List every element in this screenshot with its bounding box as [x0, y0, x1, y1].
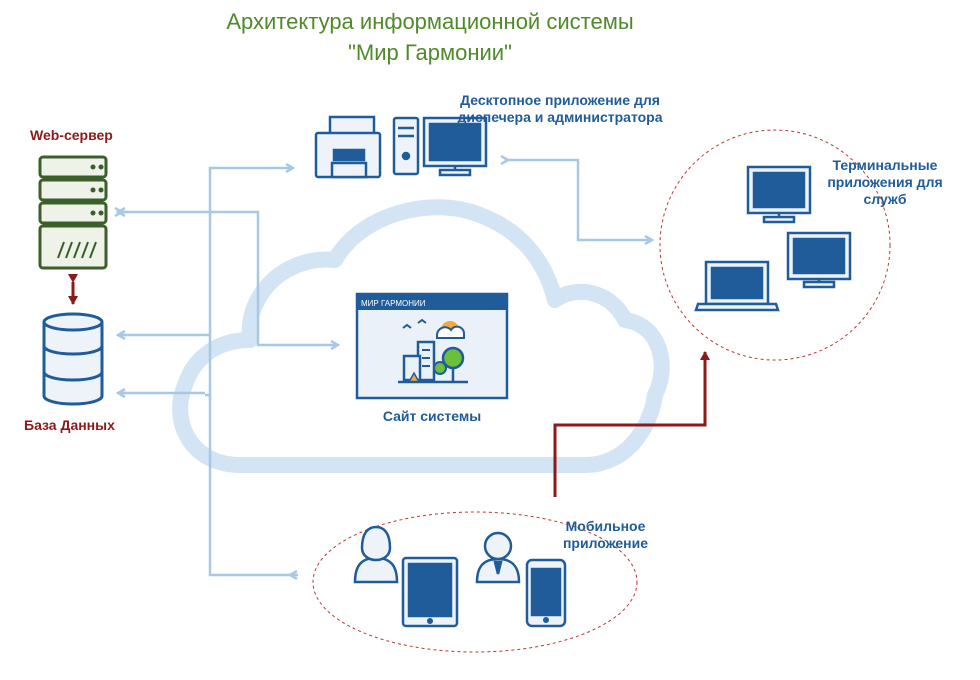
user-female-icon [353, 525, 399, 584]
smartphone-icon [525, 558, 567, 628]
site-label: Сайт системы [382, 408, 482, 424]
web-server-label: Web-сервер [30, 127, 113, 143]
mobile-group-ellipse [312, 511, 638, 653]
desktop-tower-icon [392, 116, 420, 176]
mobile-app-label: Мобильное приложение [562, 518, 649, 551]
site-window-title: МИР ГАРМОНИИ [361, 299, 426, 308]
printer-icon [314, 115, 382, 179]
desktop-monitor-icon [422, 116, 488, 177]
diagram-title-line1: Архитектура информационной системы [226, 9, 634, 34]
terminal-monitor-top-icon [746, 165, 812, 224]
terminal-monitor-right-icon [786, 231, 852, 289]
web-server-icon [38, 155, 108, 270]
blue-connectors [122, 160, 652, 575]
cloud-shape [172, 199, 670, 473]
terminal-apps-label: Терминальные приложения для служб [827, 157, 943, 207]
database-label: База Данных [24, 417, 115, 433]
terminal-group-ellipse [659, 129, 891, 361]
terminal-laptop-icon [694, 260, 780, 312]
desktop-app-label: Десктопное приложение для диспечера и ад… [457, 92, 663, 125]
tablet-icon [401, 556, 459, 628]
database-icon [42, 312, 104, 406]
site-window-icon [355, 292, 509, 400]
diagram-title-line2: "Мир Гармонии" [348, 40, 512, 65]
red-connector-mobile-terminal [553, 351, 710, 497]
user-male-icon [475, 531, 521, 584]
